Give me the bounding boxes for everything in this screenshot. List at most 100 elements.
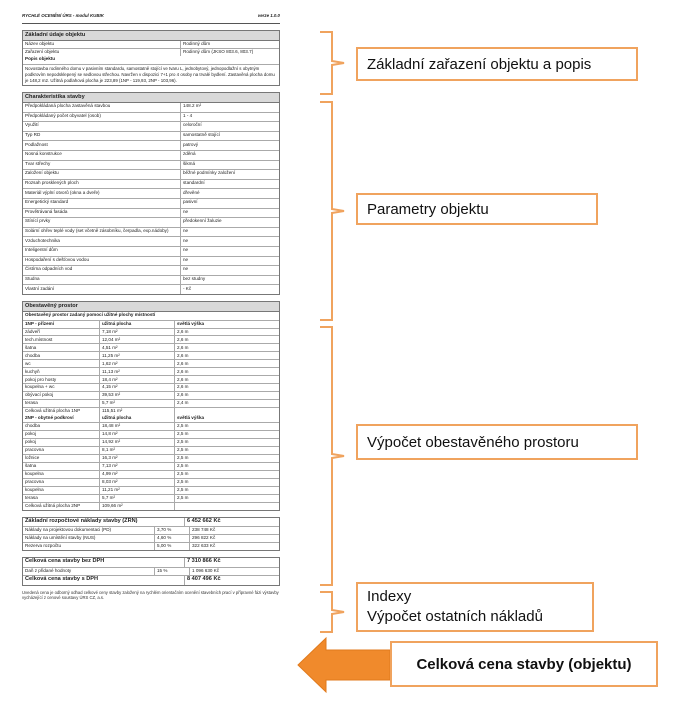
cost-label: Náklady na projektovou dokumentaci (PD) xyxy=(25,526,112,532)
cost-row: Náklady na umístění stavby (NUS)4,60 %29… xyxy=(23,534,279,543)
floor-total-empty xyxy=(174,408,279,416)
floor-total-label: Celková užitná plocha 1NP xyxy=(25,408,81,414)
bracket-built-space xyxy=(320,326,345,586)
characteristic-value: předokenní žaluzie xyxy=(180,218,279,227)
document-version: verze 1.0.0 xyxy=(257,13,280,18)
room-name: obývací pokoj xyxy=(25,392,54,398)
label-total-price-text: Celková cena stavby (objektu) xyxy=(416,655,632,673)
document-title: RYCHLÉ OCENĚNÍ ÚRS - modul KUBIK xyxy=(22,13,104,18)
room-area: 11,13 m² xyxy=(99,368,174,376)
bracket-basic xyxy=(320,31,345,95)
characteristic-label: Inteligentní dům xyxy=(25,247,58,253)
vat-label: Daň z přidané hodnoty xyxy=(25,567,72,573)
characteristic-value: ne xyxy=(180,208,279,218)
characteristic-value: pasivní xyxy=(180,199,279,208)
characteristic-row: Vlastní zadání- Kč xyxy=(23,285,279,294)
floor-header-area: užitná plocha xyxy=(99,320,174,328)
built-space-subtitle: Obestavěný prostor zadaný pomocí užitné … xyxy=(23,312,279,321)
room-area: 7,13 m² xyxy=(99,462,174,470)
room-area: 18,48 m² xyxy=(99,423,174,431)
characteristic-value: ne xyxy=(180,227,279,237)
cost-label: Rezerva rozpočtu xyxy=(25,542,62,548)
room-name: koupelna xyxy=(25,471,44,477)
floor-header-height: světlá výška xyxy=(174,415,279,423)
basic-info-label: Zařazení objektu xyxy=(25,48,60,54)
total-section: Celková cena stavby bez DPH 7 310 866 Kč… xyxy=(22,556,280,586)
room-area: 5,7 m² xyxy=(99,400,174,408)
room-height: 2,5 m xyxy=(174,439,279,447)
cost-percent: 3,70 % xyxy=(154,526,189,534)
room-height: 2,5 m xyxy=(174,486,279,494)
arrow-left-icon xyxy=(297,636,391,694)
cost-percent: 5,00 % xyxy=(154,542,189,550)
characteristic-value: ne xyxy=(180,266,279,275)
room-area: 8,03 m² xyxy=(99,478,174,486)
total-without-vat-row: Celková cena stavby bez DPH 7 310 866 Kč xyxy=(23,557,279,568)
cost-percent: 4,60 % xyxy=(154,534,189,542)
zrn-label: Základní rozpočtové náklady stavby (ZRN) xyxy=(25,517,138,524)
floor-total-value: 115,51 m² xyxy=(99,408,174,416)
characteristic-row: Solární ohřev teplé vody (set včetně zás… xyxy=(23,227,279,238)
room-name: koupelna + wc xyxy=(25,384,55,390)
floor-total-value: 109,66 m² xyxy=(99,502,174,510)
room-height: 2,6 m xyxy=(174,384,279,392)
characteristic-value: běžné podmínky založení xyxy=(180,170,279,179)
room-name: ložnice xyxy=(25,455,40,461)
characteristic-label: Typ RD xyxy=(25,132,41,138)
floor-total-label: Celková užitná plocha 2NP xyxy=(25,503,81,508)
characteristic-row: Provětrávaná fasáda ne xyxy=(23,208,279,219)
basic-info-value: Rodinný dům xyxy=(180,40,279,48)
room-height: 2,6 m xyxy=(174,328,279,336)
vat-value: 1 096 630 Kč xyxy=(189,567,279,575)
room-area: 39,53 m² xyxy=(99,392,174,400)
characteristics-title: Charakteristika stavby xyxy=(23,93,279,104)
label-basic-classification: Základní zařazení objektu a popis xyxy=(356,47,638,81)
characteristic-value: 1 - 4 xyxy=(180,112,279,122)
characteristic-label: Předpokládaná plocha zastavěná stavbou xyxy=(25,103,111,109)
characteristic-label: Založení objektu xyxy=(25,170,59,176)
room-name: šatna xyxy=(25,463,37,469)
room-name: chodba xyxy=(25,352,41,358)
room-height: 2,6 m xyxy=(174,336,279,344)
characteristic-label: Provětrávaná fasáda xyxy=(25,208,68,214)
characteristic-label: Předpokládaný počet obyvatel (osob) xyxy=(25,112,101,118)
room-name: zádveří xyxy=(25,328,41,334)
label-indexes-line2: Výpočet ostatních nákladů xyxy=(367,608,543,625)
room-name: pokoj xyxy=(25,439,36,445)
characteristic-value: samostatně stojící xyxy=(180,131,279,141)
basic-info-label: Název objektu xyxy=(25,40,55,46)
characteristic-label: Stínící prvky xyxy=(25,218,51,224)
cost-report-document: RYCHLÉ OCENĚNÍ ÚRS - modul KUBIK verze 1… xyxy=(22,13,280,601)
floor-total-empty xyxy=(174,502,279,510)
vat-percent: 15 % xyxy=(154,567,189,575)
total-without-vat-value: 7 310 866 Kč xyxy=(184,557,279,567)
characteristic-label: Studna xyxy=(25,275,40,281)
characteristic-row: Předpokládaný počet obyvatel (osob) 1 - 4 xyxy=(23,112,279,123)
characteristic-value: ne xyxy=(180,247,279,256)
label-built-space-text: Výpočet obestavěného prostoru xyxy=(367,433,579,451)
room-height: 2,5 m xyxy=(174,478,279,486)
characteristic-value: patrový xyxy=(180,141,279,151)
room-name: pokoj xyxy=(25,431,36,437)
bracket-parameters xyxy=(320,101,345,321)
floor-header-name: 1NP - přízemí xyxy=(25,320,55,326)
room-area: 18,4 m² xyxy=(99,376,174,384)
characteristic-value: celoroční xyxy=(180,122,279,131)
room-area: 5,7 m² xyxy=(99,494,174,502)
room-height: 2,5 m xyxy=(174,447,279,454)
document-header: RYCHLÉ OCENĚNÍ ÚRS - modul KUBIK verze 1… xyxy=(22,13,280,24)
total-with-vat-label: Celková cena stavby s DPH xyxy=(25,575,99,582)
room-height: 2,6 m xyxy=(174,344,279,352)
room-height: 2,5 m xyxy=(174,455,279,462)
room-name: terasa xyxy=(25,400,38,406)
